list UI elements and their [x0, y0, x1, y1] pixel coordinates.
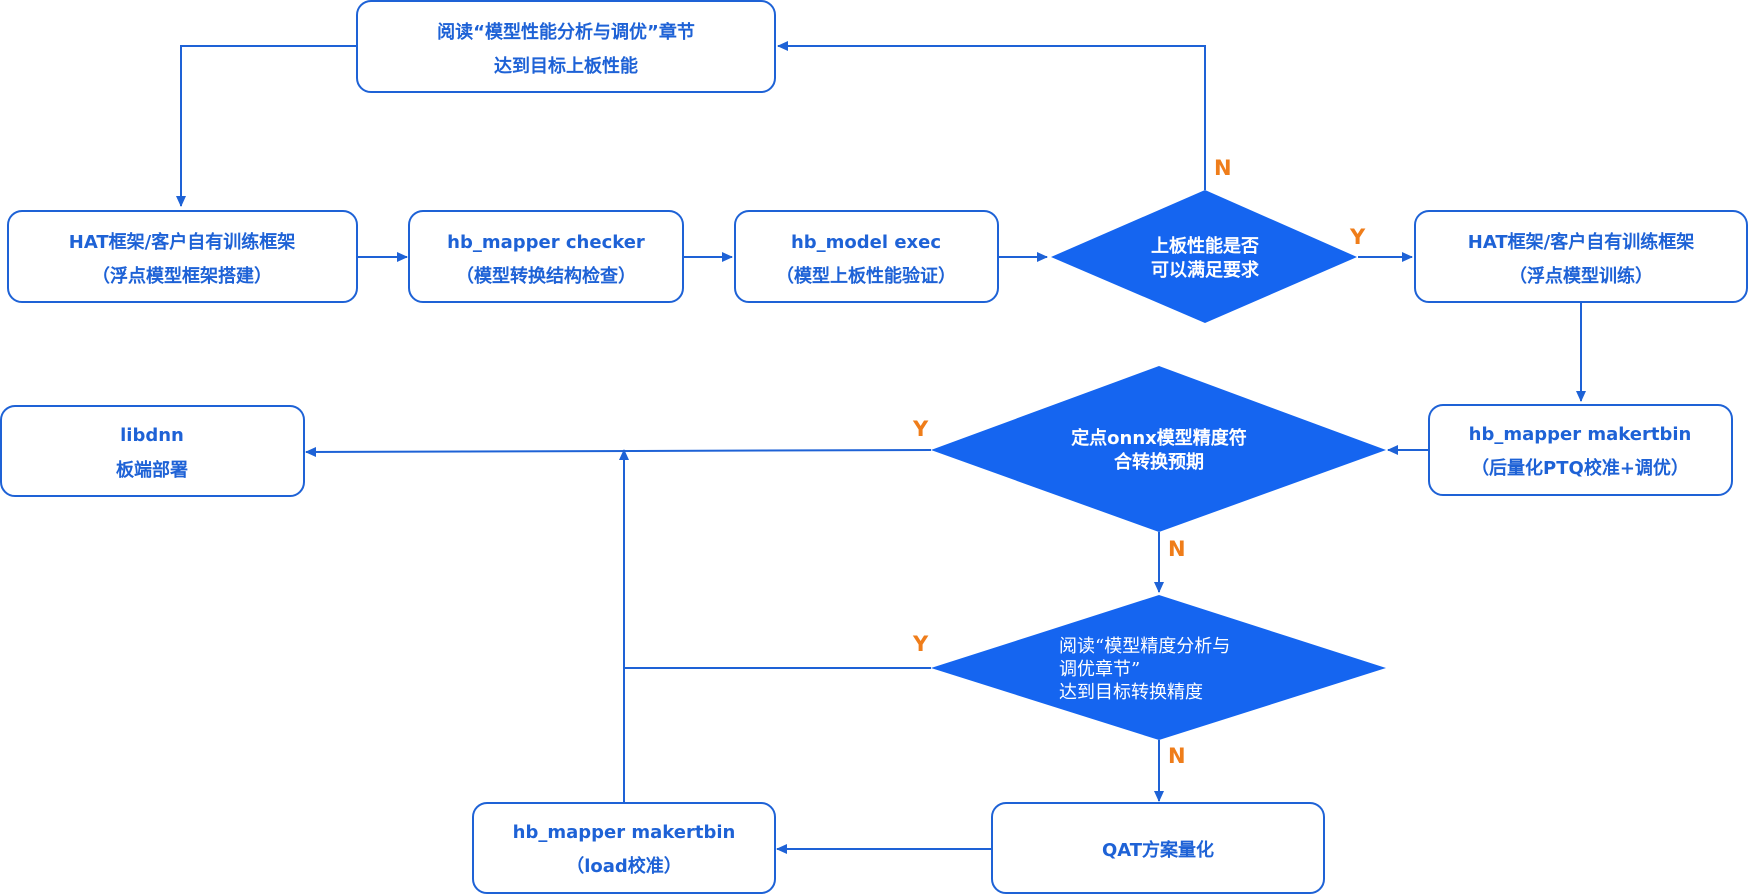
node-checker-line1: hb_mapper checker [447, 232, 645, 253]
edge-perf-ok-no-to-read-perf [777, 41, 1206, 190]
node-makertbin-load-line2: （load校准） [566, 855, 682, 877]
node-makertbin-ptq-box [1428, 404, 1733, 496]
decision-perf-ok[interactable]: 上板性能是否 可以满足要求 [1051, 190, 1357, 323]
decision-perf-ok-shape [1051, 190, 1357, 323]
node-qat-line1: QAT方案量化 [1102, 839, 1214, 861]
decision-onnx-ok-line1: 定点onnx模型精度符 [1071, 427, 1247, 449]
node-qat-box [991, 802, 1325, 894]
decision-onnx-ok-line2: 合转换预期 [1114, 451, 1204, 473]
node-hat-train-line2: （浮点模型训练） [1509, 265, 1653, 287]
decision-read-acc-line1: 阅读“模型精度分析与 [1059, 636, 1230, 657]
node-makertbin-load-line1: hb_mapper makertbin [513, 822, 736, 843]
edge-labels: N Y Y N Y N [912, 156, 1366, 768]
edge-read-perf-to-hat-build [176, 45, 357, 207]
decision-read-acc-line2: 调优章节” [1059, 659, 1140, 680]
node-makertbin-load-box [472, 802, 776, 894]
node-hat-train[interactable]: HAT框架/客户自有训练框架 （浮点模型训练） [1414, 210, 1748, 303]
node-qat[interactable]: QAT方案量化 [991, 802, 1325, 894]
node-checker-box [408, 210, 684, 303]
node-read-perf-line2: 达到目标上板性能 [494, 55, 638, 77]
node-makertbin-ptq[interactable]: hb_mapper makertbin （后量化PTQ校准+调优） [1428, 404, 1733, 496]
node-libdnn-line2: 板端部署 [116, 459, 188, 481]
node-hat-build-line1: HAT框架/客户自有训练框架 [69, 231, 295, 253]
node-makertbin-ptq-line2: （后量化PTQ校准+调优） [1471, 457, 1689, 479]
node-libdnn[interactable]: libdnn 板端部署 [0, 405, 305, 497]
node-checker[interactable]: hb_mapper checker （模型转换结构检查） [408, 210, 684, 303]
decision-read-acc-shape [931, 595, 1386, 740]
node-read-perf[interactable]: 阅读“模型性能分析与调优”章节 达到目标上板性能 [356, 0, 776, 93]
node-model-exec-line1: hb_model exec [791, 232, 941, 253]
node-hat-train-line1: HAT框架/客户自有训练框架 [1468, 231, 1694, 253]
decision-perf-ok-line2: 可以满足要求 [1151, 259, 1260, 281]
node-model-exec[interactable]: hb_model exec （模型上板性能验证） [734, 210, 999, 303]
node-hat-build[interactable]: HAT框架/客户自有训练框架 （浮点模型框架搭建） [7, 210, 358, 303]
node-model-exec-box [734, 210, 999, 303]
edge-onnx-ok-yes-to-libdnn [305, 446, 932, 457]
node-makertbin-load[interactable]: hb_mapper makertbin （load校准） [472, 802, 776, 894]
node-read-perf-line1: 阅读“模型性能分析与调优”章节 [437, 21, 695, 43]
node-libdnn-box [0, 405, 305, 497]
node-hat-train-box [1414, 210, 1748, 303]
decision-onnx-ok[interactable]: 定点onnx模型精度符 合转换预期 [931, 366, 1386, 532]
edge-label-acc-yes: Y [912, 632, 929, 656]
node-model-exec-line2: （模型上板性能验证） [776, 265, 956, 287]
edge-label-onnx-yes: Y [912, 417, 929, 441]
node-hat-build-box [7, 210, 358, 303]
edge-label-acc-no: N [1168, 744, 1186, 768]
node-hat-build-line2: （浮点模型框架搭建） [92, 265, 272, 287]
node-checker-line2: （模型转换结构检查） [456, 265, 636, 287]
node-libdnn-line1: libdnn [120, 425, 184, 446]
decision-read-acc-line3: 达到目标转换精度 [1059, 682, 1203, 703]
edge-label-onnx-no: N [1168, 537, 1186, 561]
edge-label-perf-yes: Y [1349, 225, 1366, 249]
node-makertbin-ptq-line1: hb_mapper makertbin [1469, 424, 1692, 445]
node-read-perf-box [356, 0, 776, 93]
decision-onnx-ok-shape [931, 366, 1386, 532]
edges [176, 41, 1586, 854]
decision-read-acc[interactable]: 阅读“模型精度分析与 调优章节” 达到目标转换精度 [931, 595, 1386, 740]
decision-perf-ok-line1: 上板性能是否 [1151, 235, 1259, 257]
edge-label-perf-no: N [1214, 156, 1232, 180]
